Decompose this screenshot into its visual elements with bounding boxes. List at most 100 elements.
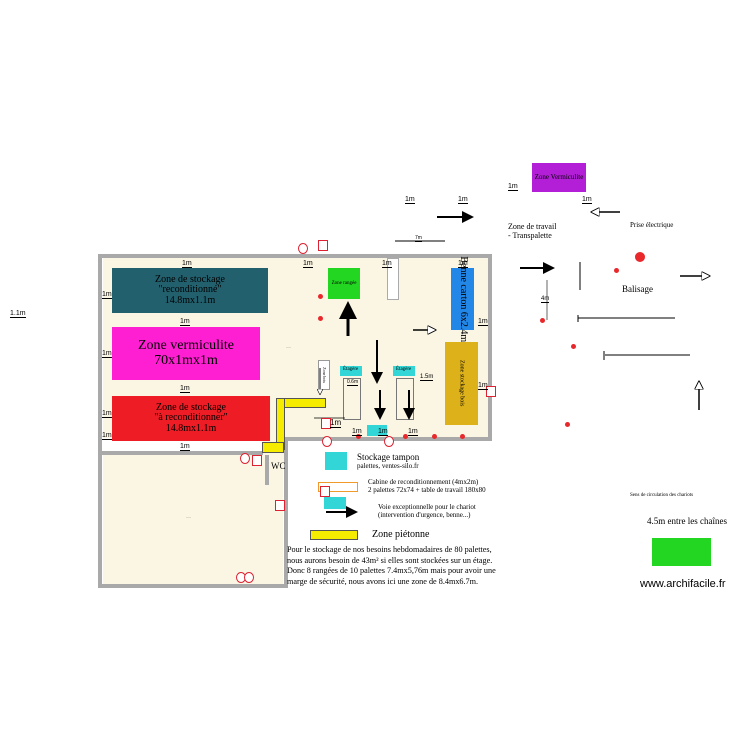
extinguisher-icon	[320, 486, 330, 497]
extinguisher-icon	[252, 455, 262, 466]
zone-subtitle: "à reconditionner"	[154, 412, 228, 424]
dim-label: 1m	[382, 260, 392, 268]
zone-green-small: Zone rangée	[328, 268, 360, 299]
lower-floor	[103, 455, 283, 585]
wall-lower-left-top	[98, 451, 263, 455]
pallet-rack-right	[393, 366, 415, 376]
extinguisher-icon	[240, 453, 250, 464]
dim-label: 1.1m	[10, 310, 26, 318]
cabine-table	[318, 482, 358, 492]
zone-travail-detail: - Transpalette	[508, 231, 552, 241]
dim-label: 4m	[541, 296, 550, 303]
dim-label: 1m	[458, 196, 468, 204]
zone-label: Zone Vermiculite	[534, 172, 584, 181]
marker-dot	[318, 294, 323, 299]
dim-label: 1m	[102, 432, 112, 440]
pedestrian-path-stub	[262, 442, 284, 453]
dim-label: 1m	[378, 428, 388, 436]
dim-label: 1m	[582, 196, 592, 204]
green-legend-box	[652, 538, 711, 566]
zone-stockage-a-reconditionner: Zone de stockage "à reconditionner" 14.8…	[112, 396, 270, 441]
center-mark-1: -----	[286, 345, 291, 349]
zone-title: Zone de stockage	[155, 273, 225, 285]
dim-label: 1m	[180, 385, 190, 393]
cabine-title: Cabine de reconditionnement (4mx2m)	[368, 478, 479, 486]
wall-lower-right	[284, 438, 288, 588]
voie-exceptionnelle-label: Voie exceptionnelle pour le chariot (int…	[378, 503, 476, 519]
cabine-detail: 2 palettes 72x74 + table de travail 180x…	[368, 486, 486, 495]
pallet-tampon	[325, 452, 347, 470]
dim-label: 1m	[102, 350, 112, 358]
dim-label: 1m	[303, 260, 313, 268]
zone-benne-carton: Benne carton 6x2.4m	[451, 256, 474, 342]
extinguisher-icon	[298, 243, 308, 254]
sens-circulation-label: Sens de circulation des chariots	[630, 493, 694, 498]
zone-size: 14.8mx1.1m	[164, 294, 216, 306]
dim-label: 1m	[182, 260, 192, 268]
zone-vermiculite-exterieure: Zone Vermiculite	[532, 163, 586, 192]
zone-title: Zone vermiculite	[137, 337, 235, 353]
wc-wall	[265, 455, 269, 485]
marker-dot	[403, 434, 408, 439]
pallet-cabine	[324, 497, 346, 509]
zone-vermiculite: Zone vermiculite 70x1mx1m	[112, 327, 260, 380]
dim-label: 1m	[352, 428, 362, 436]
cabine-label: Cabine de reconditionnement (4mx2m) 2 pa…	[368, 478, 486, 494]
stockage-tampon-subtitle: palettes, ventes-silo.fr	[357, 462, 419, 471]
vertical-sign	[387, 258, 399, 300]
dim-label: 1m	[330, 418, 342, 428]
marker-dot	[318, 316, 323, 321]
zone-size: 14.8mx1.1m	[165, 422, 217, 434]
wall-left	[98, 254, 102, 588]
marker-dot	[571, 344, 576, 349]
chaines-label: 4.5m entre les chaînes	[647, 516, 727, 526]
dim-label: 1m	[408, 428, 418, 436]
wall-bottom	[98, 584, 288, 588]
watermark: www.archifacile.fr	[640, 578, 726, 590]
stockage-paragraph: Pour le stockage de nos besoins hebdomad…	[287, 545, 496, 586]
dim-label: 0.6m	[347, 379, 359, 386]
rack-left	[343, 378, 361, 420]
dim-label: 1m	[508, 183, 518, 191]
pallet-bottom-cyan	[367, 425, 387, 436]
extinguisher-icon	[486, 386, 496, 397]
prise-electrique-label: Prise électrique	[630, 221, 674, 229]
wc-label: WC	[271, 461, 286, 471]
marker-dot	[565, 422, 570, 427]
extinguisher-icon	[318, 240, 328, 251]
zone-size: 70x1mx1m	[154, 352, 218, 368]
zone-label: Zone rangée	[331, 280, 357, 286]
zone-stockage-bois: Zone stockage bois	[445, 342, 478, 425]
marker-dot	[540, 318, 545, 323]
extinguisher-icon	[322, 436, 332, 447]
dim-label: 1m	[102, 291, 112, 299]
extinguisher-icon	[244, 572, 254, 583]
zone-travail-label: Zone de travail - Transpalette	[508, 222, 556, 240]
voie-title: Voie exceptionnelle pour le chariot	[378, 503, 476, 511]
extinguisher-icon	[321, 418, 331, 429]
zone-title: Zone de stockage	[156, 401, 226, 413]
dim-label: 1m	[405, 196, 415, 204]
dim-label: 1m	[478, 382, 488, 390]
marker-dot	[614, 268, 619, 273]
zone-stockage-reconditionne: Zone de stockage "reconditionné" 14.8mx1…	[112, 268, 268, 313]
dim-label: 1m	[180, 318, 190, 326]
marker-dot	[356, 434, 361, 439]
balisage-label: Balisage	[622, 284, 653, 294]
center-mark-2: -----	[186, 515, 191, 519]
wall-top	[98, 254, 492, 258]
extinguisher-icon	[275, 500, 285, 511]
zone-travail-title: Zone de travail	[508, 222, 557, 231]
zone-bois-sticker: Zone bois	[318, 360, 330, 390]
stockage-tampon-title: Stockage tampon	[357, 452, 420, 462]
dim-label: 1m	[180, 443, 190, 451]
dim-label: 7m	[415, 235, 422, 242]
voie-detail: (intervention d'urgence, benne...)	[378, 511, 471, 520]
marker-dot	[432, 434, 437, 439]
dim-label: 1.5m	[420, 374, 434, 381]
stockage-tampon-label: Stockage tampon palettes, ventes-silo.fr	[357, 452, 419, 470]
dim-label: 1m	[458, 260, 468, 268]
zone-pietonne-label: Zone piétonne	[372, 529, 430, 540]
pallet-rack-left	[340, 366, 362, 376]
